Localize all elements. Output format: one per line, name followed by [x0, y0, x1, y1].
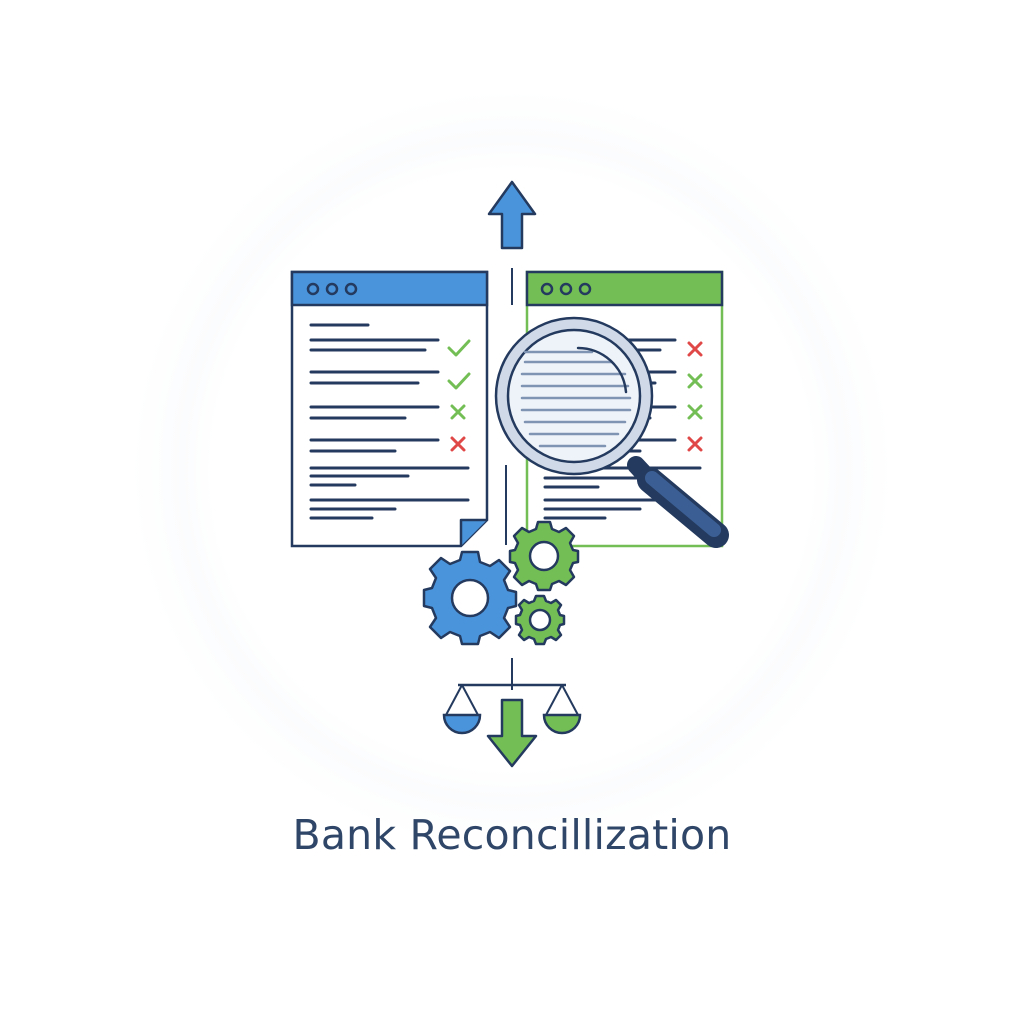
gear-icon	[508, 520, 580, 592]
down-arrow-icon	[486, 698, 538, 768]
cross-mark-icon	[687, 373, 703, 389]
left-document-icon	[290, 270, 489, 548]
cross-mark-icon	[687, 341, 703, 357]
gear-icon	[514, 594, 566, 646]
check-mark-icon	[447, 372, 471, 390]
magnifier-icon	[494, 316, 729, 548]
check-mark-icon	[447, 339, 471, 357]
cross-mark-icon	[450, 436, 466, 452]
balance-scale-icon	[442, 683, 582, 735]
up-arrow-icon	[487, 180, 537, 250]
cross-mark-icon	[687, 436, 703, 452]
gear-icon	[422, 550, 518, 646]
cross-mark-icon	[450, 404, 466, 420]
caption-title: Bank Reconcillization	[292, 811, 732, 859]
cross-mark-icon	[687, 404, 703, 420]
